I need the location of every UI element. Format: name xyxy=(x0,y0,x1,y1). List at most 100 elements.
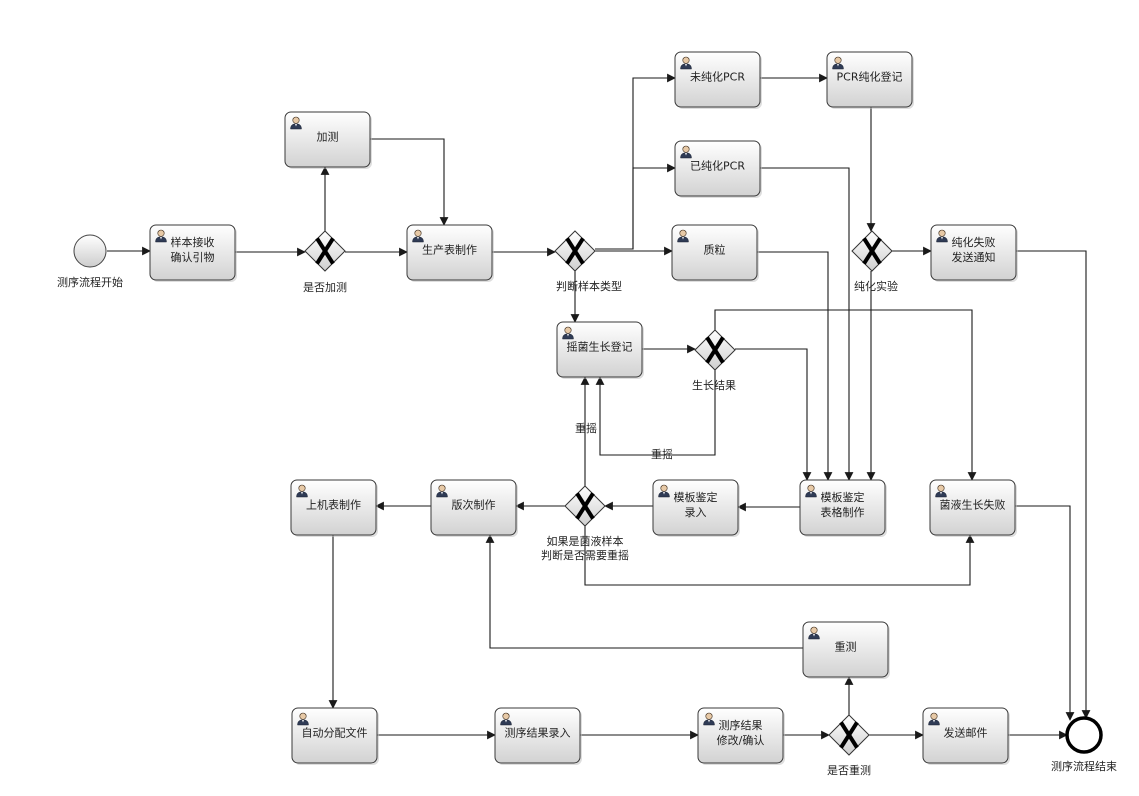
task-box xyxy=(697,707,784,764)
gateway-label: 纯化实验 xyxy=(854,279,898,293)
task-label: 模板鉴定 xyxy=(821,490,865,504)
task-label: 确认引物 xyxy=(171,250,215,264)
task-label: 样本接收 xyxy=(171,235,215,249)
x-exclusive-gateway-icon xyxy=(862,237,882,265)
gateway-retest[interactable]: 是否重测 xyxy=(827,714,871,777)
task-label: 上机表制作 xyxy=(306,498,361,512)
task-box xyxy=(930,224,1017,281)
sequence-flow-arrow xyxy=(1016,250,1091,719)
task-box xyxy=(406,224,493,281)
task-box xyxy=(799,479,886,536)
task-label: 发送邮件 xyxy=(944,726,988,740)
sequence-flow-arrow xyxy=(595,73,676,250)
task-box xyxy=(430,479,517,536)
task-retest[interactable]: 重测 xyxy=(802,621,890,679)
gateway-growth[interactable]: 生长结果 xyxy=(692,329,736,392)
task-pcr-purify-register[interactable]: PCR纯化登记 xyxy=(826,51,914,109)
sequence-flow-arrow xyxy=(595,370,716,456)
x-exclusive-gateway-icon xyxy=(565,237,585,265)
sequence-flow-arrow xyxy=(485,534,803,649)
start-event-label: 测序流程开始 xyxy=(57,275,123,289)
end-event-circle xyxy=(1065,716,1103,754)
task-label: 发送通知 xyxy=(952,250,996,264)
task-box xyxy=(922,707,1009,764)
task-label: 测序结果 xyxy=(719,718,763,732)
x-exclusive-gateway-icon xyxy=(315,237,335,265)
task-unpurified-pcr[interactable]: 未纯化PCR xyxy=(674,51,762,109)
task-plasmid[interactable]: 质粒 xyxy=(671,224,759,282)
task-production-table[interactable]: 生产表制作 xyxy=(406,224,494,282)
task-auto-distribute[interactable]: 自动分配文件 xyxy=(291,707,379,765)
sequence-flow-arrow xyxy=(714,309,977,481)
task-box xyxy=(291,707,378,764)
gateway-purify[interactable]: 纯化实验 xyxy=(851,230,898,293)
task-machine-table[interactable]: 上机表制作 xyxy=(290,479,378,537)
task-label: 纯化失败 xyxy=(952,235,996,249)
task-label: 加测 xyxy=(317,131,339,144)
gateway-label: 判断是否需要重摇 xyxy=(541,548,629,562)
gateway-type[interactable]: 判断样本类型 xyxy=(554,230,622,293)
sequence-flow-arrow xyxy=(370,138,449,226)
edge-label-reshake-left: 重摇 xyxy=(575,421,597,435)
task-label: 版次制作 xyxy=(452,498,496,512)
task-add-test[interactable]: 加测 xyxy=(284,111,372,169)
gateway-label: 是否加测 xyxy=(303,281,347,294)
task-box xyxy=(826,51,913,108)
gateway-label: 生长结果 xyxy=(692,378,736,392)
gateway-add[interactable]: 是否加测 xyxy=(303,230,347,294)
task-label: 自动分配文件 xyxy=(302,726,368,740)
task-label: PCR纯化登记 xyxy=(837,70,903,84)
task-box xyxy=(149,224,236,281)
edge-label-reshake-bottom: 重摇 xyxy=(651,447,673,461)
task-label: 未纯化PCR xyxy=(690,70,745,84)
task-box xyxy=(671,224,758,281)
task-box xyxy=(674,140,761,197)
end-event[interactable]: 测序流程结束 xyxy=(1051,716,1117,773)
task-shake-growth-register[interactable]: 摇菌生长登记 xyxy=(556,321,644,379)
task-label: 重测 xyxy=(835,640,857,654)
task-label: 录入 xyxy=(685,506,707,519)
sequence-flow-arrow xyxy=(735,348,812,481)
start-event-circle xyxy=(73,234,107,268)
x-exclusive-gateway-icon xyxy=(839,721,859,749)
task-label: 生产表制作 xyxy=(422,243,477,257)
task-label: 测序结果录入 xyxy=(505,726,571,740)
task-label: 菌液生长失败 xyxy=(940,498,1006,512)
task-bacteria-growth-fail[interactable]: 菌液生长失败 xyxy=(929,479,1017,537)
sequence-flow-arrow xyxy=(584,526,975,586)
x-exclusive-gateway-icon xyxy=(705,336,725,364)
task-box xyxy=(284,111,371,168)
end-event-label: 测序流程结束 xyxy=(1051,759,1117,773)
task-purified-pcr[interactable]: 已纯化PCR xyxy=(674,140,762,198)
sequence-flow-arrow xyxy=(595,163,676,250)
task-label: 表格制作 xyxy=(821,505,865,519)
task-result-entry[interactable]: 测序结果录入 xyxy=(494,707,582,765)
sequence-flow-arrow xyxy=(1015,505,1075,721)
task-box xyxy=(290,479,377,536)
start-event[interactable]: 测序流程开始 xyxy=(57,234,123,289)
task-box xyxy=(802,621,889,678)
gateway-label: 如果是菌液样本 xyxy=(547,534,624,548)
task-box xyxy=(929,479,1016,536)
task-label: 摇菌生长登记 xyxy=(567,340,633,354)
task-label: 已纯化PCR xyxy=(690,159,745,173)
task-send-email[interactable]: 发送邮件 xyxy=(922,707,1010,765)
sequence-flow-arrow xyxy=(757,251,833,481)
task-box xyxy=(652,479,739,536)
task-batch-make[interactable]: 版次制作 xyxy=(430,479,518,537)
x-exclusive-gateway-icon xyxy=(575,492,595,520)
task-label: 模板鉴定 xyxy=(674,490,718,504)
sequence-flows xyxy=(107,73,1091,740)
task-box xyxy=(556,321,643,378)
task-box xyxy=(494,707,581,764)
gateway-label: 判断样本类型 xyxy=(556,279,622,293)
